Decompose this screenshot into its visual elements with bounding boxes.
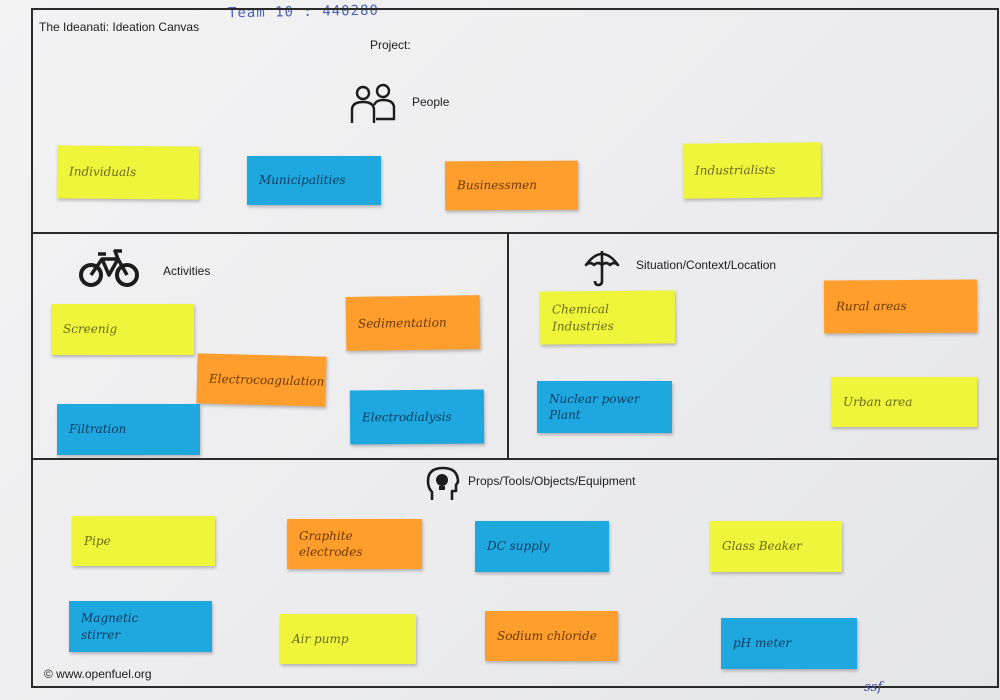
footer-copyright: © www.openfuel.org	[44, 667, 152, 681]
sticky-note-props[interactable]: pH meter	[721, 618, 857, 669]
sticky-note-props[interactable]: Pipe	[72, 516, 215, 566]
lightbulb-head-icon	[426, 466, 460, 500]
props-title: Props/Tools/Objects/Equipment	[468, 474, 636, 488]
sticky-note-activities[interactable]: Sedimentation	[345, 295, 481, 351]
sticky-note-props[interactable]: Sodium chloride	[485, 611, 618, 661]
situation-title: Situation/Context/Location	[636, 258, 777, 272]
people-title: People	[412, 95, 450, 109]
sticky-note-props[interactable]: Glass Beaker	[710, 521, 842, 572]
sticky-note-props[interactable]: DC supply	[475, 521, 609, 572]
sticky-note-situation[interactable]: Nuclear power Plant	[537, 381, 672, 433]
people-icon	[350, 83, 396, 123]
sticky-note-activities[interactable]: Screenig	[51, 304, 194, 355]
divider-people	[31, 232, 999, 234]
ideation-canvas	[31, 8, 999, 688]
divider-activities-situation	[507, 232, 509, 460]
activities-title: Activities	[163, 264, 211, 278]
sticky-note-props[interactable]: Air pump	[280, 614, 416, 664]
sticky-note-people[interactable]: Businessmen	[444, 160, 579, 211]
sticky-note-people[interactable]: Individuals	[56, 145, 200, 200]
project-label: Project:	[370, 38, 411, 52]
canvas-title: The Ideanati: Ideation Canvas	[39, 20, 200, 34]
sticky-note-activities[interactable]: Electrodialysis	[349, 389, 485, 445]
sticky-note-props[interactable]: Graphite electrodes	[287, 519, 422, 569]
divider-props	[31, 458, 999, 460]
sticky-note-activities[interactable]: Electrocoagulation	[196, 353, 327, 407]
bicycle-icon	[79, 249, 139, 287]
sticky-note-people[interactable]: Industrialists	[682, 142, 822, 199]
sticky-note-situation[interactable]: Rural areas	[823, 279, 978, 334]
sticky-note-situation[interactable]: Urban area	[831, 377, 977, 427]
umbrella-icon	[584, 251, 620, 287]
sticky-note-activities[interactable]: Filtration	[57, 404, 200, 455]
sticky-note-props[interactable]: Magnetic stirrer	[69, 601, 212, 652]
sticky-note-situation[interactable]: Chemical Industries	[539, 290, 676, 345]
sticky-note-people[interactable]: Municipalities	[247, 156, 381, 205]
signature: ssf	[864, 680, 883, 695]
